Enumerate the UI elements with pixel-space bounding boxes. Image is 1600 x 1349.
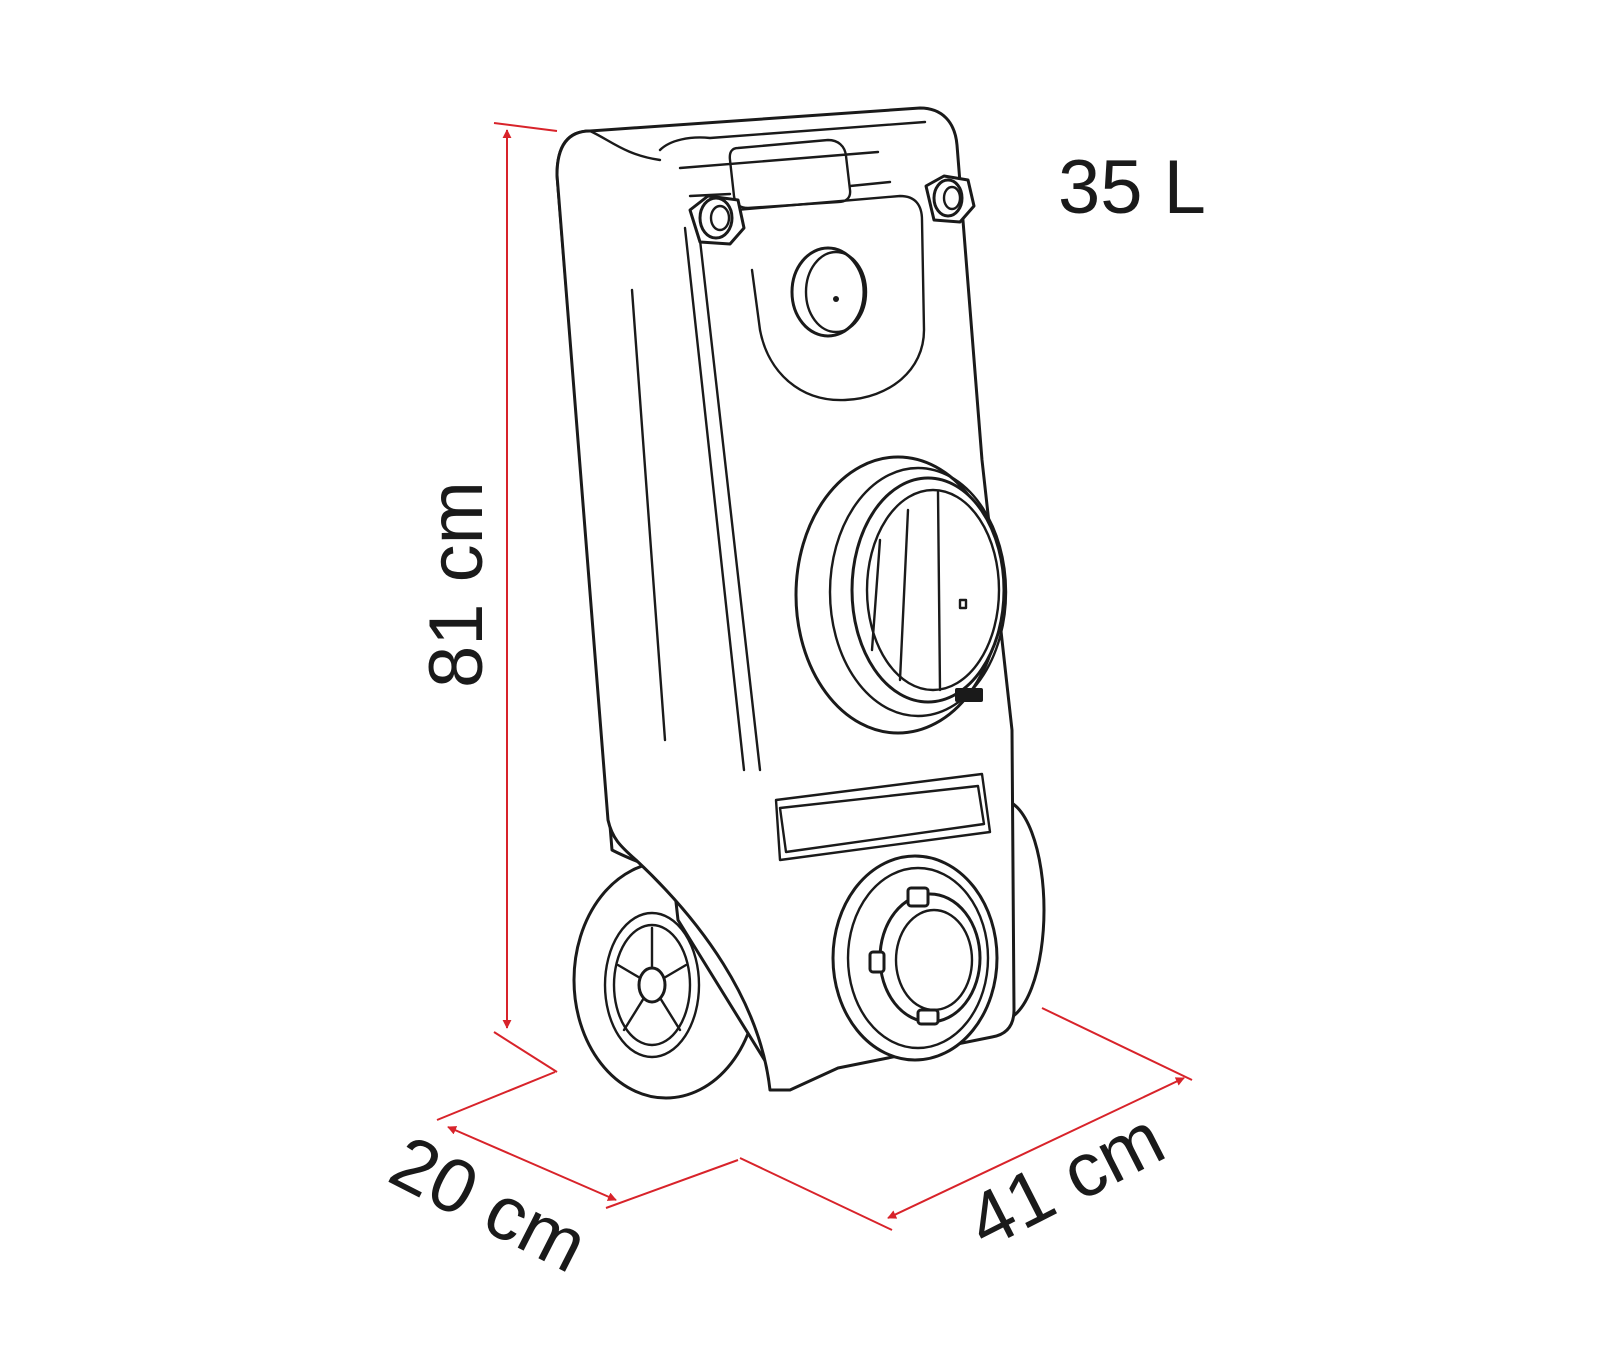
width-extension-right [1041,1007,1193,1081]
width-extension-left [739,1157,893,1231]
dimension-lines [436,122,1193,1231]
height-extension-bottom [493,1031,558,1073]
right-vent-valve [924,174,976,224]
label-plate [774,772,992,862]
tank-illustration [555,106,1046,1100]
depth-dimension-arrow [447,1126,617,1201]
height-extension-top [493,122,558,132]
depth-extension-left [436,1071,556,1121]
width-dimension-arrow [887,1077,1185,1219]
volume-label: 35 L [1058,145,1206,230]
width-label: 41 cm [954,1095,1177,1265]
height-label: 81 cm [414,481,499,688]
top-recess [710,194,926,402]
depth-extension-right [605,1159,739,1209]
drain-cap [831,854,999,1062]
main-screw-cap [794,455,1008,735]
fill-cap [790,246,868,338]
left-vent-valve [688,194,746,246]
